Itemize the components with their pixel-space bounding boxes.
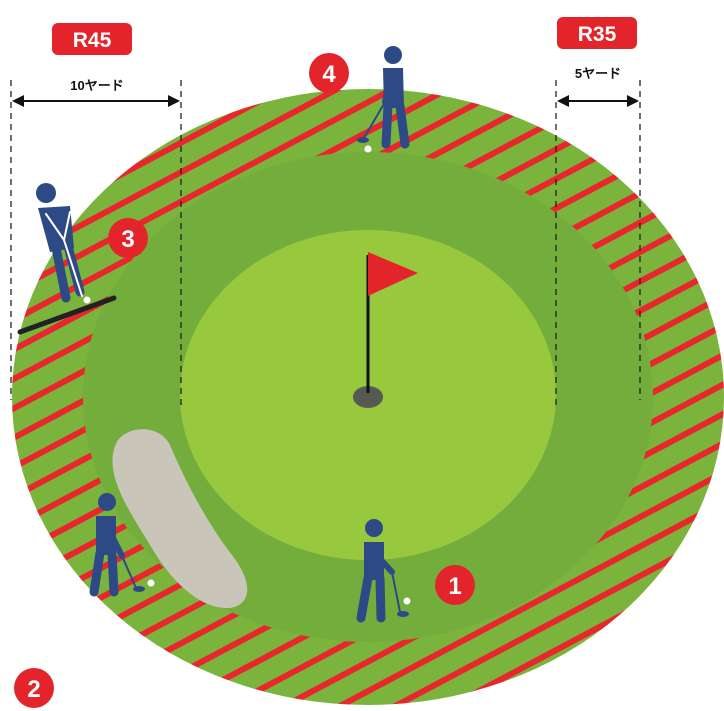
r45-tag: R45 xyxy=(52,23,132,55)
marker-3: 3 xyxy=(108,218,148,258)
marker-3-text: 3 xyxy=(121,226,134,253)
marker-4: 4 xyxy=(309,53,349,93)
marker-1-text: 1 xyxy=(448,573,461,600)
left-distance-label: 10ヤード xyxy=(70,78,123,93)
r45-tag-text: R45 xyxy=(73,29,112,52)
golf-ball-icon xyxy=(365,146,372,153)
right-distance-label: 5ヤード xyxy=(575,66,621,81)
left-distance-arrow xyxy=(12,95,180,107)
marker-1: 1 xyxy=(435,565,475,605)
r35-tag: R35 xyxy=(557,17,637,49)
golf-ball-icon xyxy=(404,598,411,605)
marker-2: 2 xyxy=(14,668,54,708)
golf-ball-icon xyxy=(148,580,155,587)
r35-tag-text: R35 xyxy=(578,23,617,46)
golf-ball-icon xyxy=(84,297,91,304)
marker-4-text: 4 xyxy=(322,61,336,88)
marker-2-text: 2 xyxy=(27,676,40,703)
right-distance-arrow xyxy=(557,95,639,107)
